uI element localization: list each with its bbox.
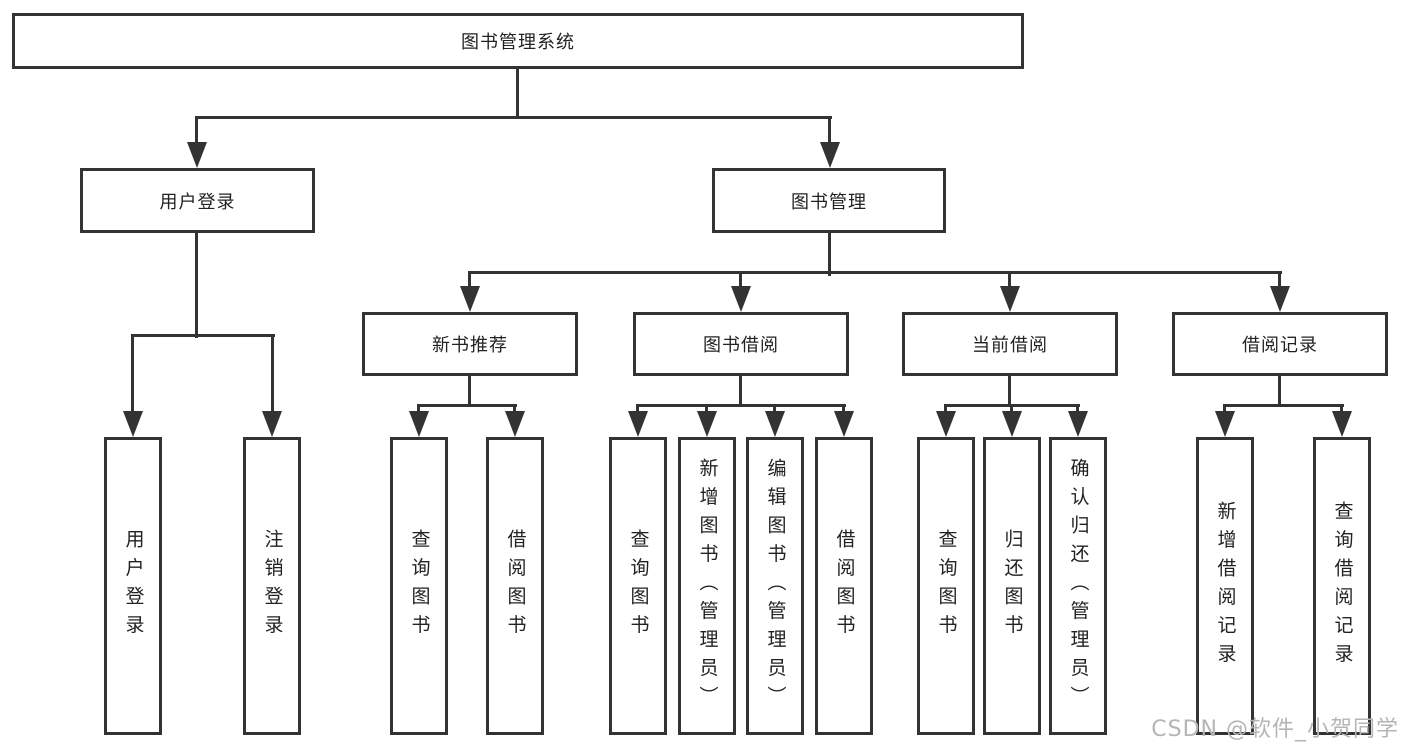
- leaf-label: 查询图书: [627, 529, 650, 643]
- connector-line: [1223, 404, 1344, 407]
- node-current-borrowing: 当前借阅: [902, 312, 1118, 376]
- node-label: 当前借阅: [972, 335, 1048, 356]
- connector-line: [513, 406, 516, 414]
- arrow-down-icon: [1332, 411, 1352, 437]
- connector-line: [131, 336, 134, 414]
- leaf-logout: 注销登录: [243, 437, 301, 735]
- csdn-watermark: CSDN @软件_小贺同学: [1151, 717, 1399, 742]
- leaf-label: 用户登录: [122, 529, 145, 643]
- connector-line: [739, 273, 742, 289]
- connector-line: [636, 404, 846, 407]
- node-label: 图书管理: [791, 191, 867, 213]
- leaf-query-borrow-record: 查询借阅记录: [1313, 437, 1371, 735]
- arrow-down-icon: [1000, 286, 1020, 312]
- arrow-down-icon: [834, 411, 854, 437]
- arrow-down-icon: [460, 286, 480, 312]
- connector-line: [828, 118, 831, 146]
- node-library-management-system: 图书管理系统: [12, 13, 1024, 69]
- connector-line: [1076, 406, 1079, 414]
- connector-line: [468, 271, 1282, 274]
- arrow-down-icon: [628, 411, 648, 437]
- node-label: 用户登录: [159, 191, 236, 213]
- arrow-down-icon: [697, 411, 717, 437]
- arrow-down-icon: [187, 142, 207, 168]
- node-label: 借阅记录: [1242, 335, 1318, 356]
- leaf-query-books-borrowing: 查询图书: [609, 437, 667, 735]
- leaf-add-borrow-record: 新增借阅记录: [1196, 437, 1254, 735]
- arrow-down-icon: [1002, 411, 1022, 437]
- leaf-borrow-books: 借阅图书: [815, 437, 873, 735]
- leaf-borrow-books-recommend: 借阅图书: [486, 437, 544, 735]
- node-user-login: 用户登录: [80, 168, 315, 233]
- connector-line: [516, 69, 519, 118]
- leaf-label: 借阅图书: [504, 529, 527, 643]
- connector-line: [131, 334, 275, 337]
- node-book-management: 图书管理: [712, 168, 946, 233]
- leaf-label: 编辑图书（管理员）: [764, 457, 787, 715]
- connector-line: [773, 406, 776, 414]
- node-book-borrowing: 图书借阅: [633, 312, 849, 376]
- leaf-label: 查询图书: [935, 529, 958, 643]
- connector-line: [195, 118, 198, 146]
- connector-line: [1278, 376, 1281, 406]
- arrow-down-icon: [731, 286, 751, 312]
- connector-line: [842, 406, 845, 414]
- arrow-down-icon: [765, 411, 785, 437]
- node-borrowing-records: 借阅记录: [1172, 312, 1388, 376]
- connector-line: [739, 376, 742, 406]
- connector-line: [1008, 376, 1011, 406]
- connector-line: [636, 406, 639, 414]
- node-label: 图书管理系统: [461, 32, 575, 53]
- leaf-edit-books-admin: 编辑图书（管理员）: [746, 437, 804, 735]
- leaf-label: 归还图书: [1001, 529, 1024, 643]
- leaf-confirm-return-admin: 确认归还（管理员）: [1049, 437, 1107, 735]
- connector-line: [417, 404, 517, 407]
- connector-line: [1223, 406, 1226, 414]
- arrow-down-icon: [123, 411, 143, 437]
- connector-line: [468, 376, 471, 406]
- arrow-down-icon: [936, 411, 956, 437]
- connector-line: [271, 336, 274, 414]
- arrow-down-icon: [820, 142, 840, 168]
- arrow-down-icon: [262, 411, 282, 437]
- leaf-label: 借阅图书: [833, 529, 856, 643]
- node-label: 新书推荐: [432, 335, 508, 356]
- connector-line: [1010, 406, 1013, 414]
- leaf-user-login: 用户登录: [104, 437, 162, 735]
- leaf-add-books-admin: 新增图书（管理员）: [678, 437, 736, 735]
- connector-line: [1340, 406, 1343, 414]
- connector-line: [1278, 273, 1281, 289]
- connector-line: [828, 233, 831, 276]
- connector-line: [705, 406, 708, 414]
- node-new-book-recommend: 新书推荐: [362, 312, 578, 376]
- connector-line: [944, 404, 1080, 407]
- connector-line: [417, 406, 420, 414]
- leaf-return-books: 归还图书: [983, 437, 1041, 735]
- arrow-down-icon: [409, 411, 429, 437]
- connector-line: [1008, 273, 1011, 289]
- leaf-label: 新增图书（管理员）: [696, 457, 719, 715]
- leaf-label: 确认归还（管理员）: [1067, 457, 1090, 715]
- arrow-down-icon: [505, 411, 525, 437]
- leaf-label: 查询借阅记录: [1331, 500, 1354, 672]
- connector-line: [195, 116, 832, 119]
- connector-line: [195, 233, 198, 338]
- leaf-query-books-current: 查询图书: [917, 437, 975, 735]
- leaf-query-books-recommend: 查询图书: [390, 437, 448, 735]
- leaf-label: 注销登录: [261, 529, 284, 643]
- arrow-down-icon: [1215, 411, 1235, 437]
- leaf-label: 查询图书: [408, 529, 431, 643]
- arrow-down-icon: [1068, 411, 1088, 437]
- node-label: 图书借阅: [703, 335, 779, 356]
- connector-line: [468, 273, 471, 289]
- connector-line: [944, 406, 947, 414]
- arrow-down-icon: [1270, 286, 1290, 312]
- leaf-label: 新增借阅记录: [1214, 500, 1237, 672]
